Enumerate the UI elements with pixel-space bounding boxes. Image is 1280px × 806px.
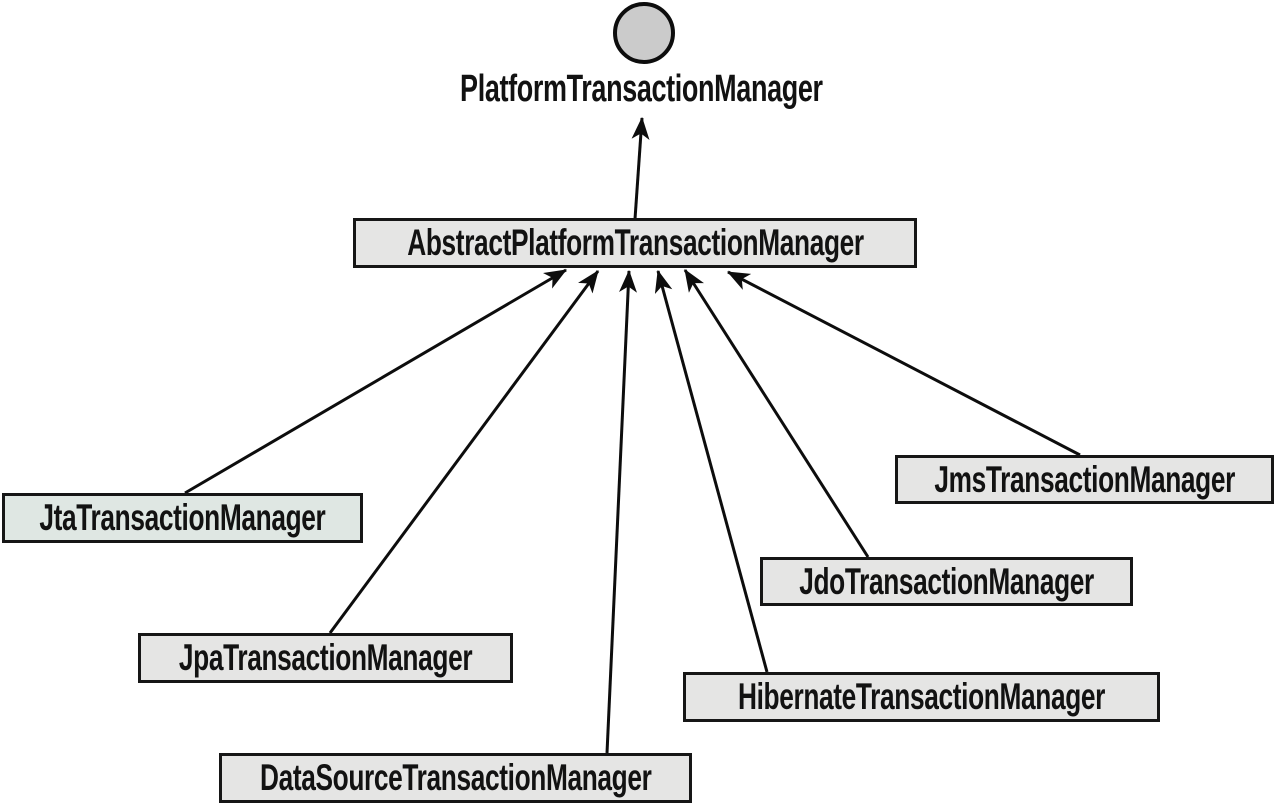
edge-jms-to-abstract: [727, 270, 1081, 457]
edge-jdo-to-abstract: [683, 269, 870, 558]
edge-jpa-to-abstract: [328, 270, 600, 634]
edge-abstract-to-interface: [631, 116, 650, 220]
interface-label-text: PlatformTransactionManager: [459, 67, 823, 110]
node-jta-transaction-manager: JtaTransactionManager: [2, 493, 363, 543]
edge-jta-to-abstract: [184, 268, 567, 495]
node-label: JmsTransactionManager: [934, 458, 1235, 500]
edge-datasource-to-abstract: [605, 269, 638, 754]
interface-lollipop-icon: [613, 2, 675, 64]
edge-hibernate-to-abstract: [654, 269, 769, 673]
node-hibernate-transaction-manager: HibernateTransactionManager: [683, 672, 1160, 722]
node-jms-transaction-manager: JmsTransactionManager: [895, 455, 1274, 504]
node-datasource-transaction-manager: DataSourceTransactionManager: [219, 753, 692, 803]
node-jpa-transaction-manager: JpaTransactionManager: [138, 633, 513, 683]
node-label: AbstractPlatformTransactionManager: [406, 222, 864, 263]
node-label: JpaTransactionManager: [178, 637, 473, 678]
node-label: JtaTransactionManager: [39, 497, 326, 538]
node-label: DataSourceTransactionManager: [259, 757, 652, 798]
interface-label: PlatformTransactionManager: [341, 68, 941, 110]
node-label: HibernateTransactionManager: [737, 676, 1106, 717]
node-label: JdoTransactionManager: [799, 560, 1094, 602]
node-abstract-platform-transaction-manager: AbstractPlatformTransactionManager: [353, 218, 917, 268]
node-jdo-transaction-manager: JdoTransactionManager: [760, 557, 1133, 606]
